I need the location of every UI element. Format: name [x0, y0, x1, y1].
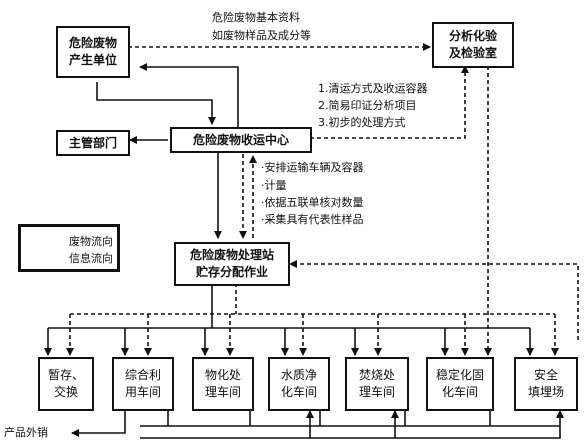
legend-waste-flow: 废物流向	[69, 235, 113, 248]
node-authority: 主管部门	[56, 130, 130, 156]
node-water: 水质净 化车间	[268, 357, 330, 411]
center-item-2: ·计量	[261, 179, 287, 192]
product-out-label: 产品外销	[4, 426, 48, 439]
lab-item-2: 2.简易印证分析项目	[318, 99, 417, 112]
node-landfill: 安全 填埋场	[514, 357, 578, 411]
center-item-3: ·依据五联单核对数量	[261, 196, 364, 209]
node-lab: 分析化验 及检验室	[432, 22, 514, 68]
node-producer: 危险废物 产生单位	[56, 26, 130, 78]
waste-bottom-return	[140, 410, 314, 439]
node-incineration: 焚烧处 理车间	[345, 357, 409, 411]
legend: 废物流向 信息流向	[18, 224, 120, 272]
center-item-4: ·采集具有代表性样品	[261, 213, 364, 226]
sample-info-label: 如废物样品及成分等	[212, 29, 311, 42]
waste-product-out	[71, 410, 126, 437]
waste-producer-to-center	[96, 82, 216, 125]
info-center-to-lab	[310, 65, 469, 139]
basic-info-label: 危险废物基本资料	[212, 11, 300, 24]
legend-info-flow: 信息流向	[69, 252, 113, 265]
node-center: 危险废物收运中心	[170, 127, 312, 153]
node-temp-storage: 暂存、 交换	[38, 357, 94, 411]
lab-item-3: 3.初步的处理方式	[318, 116, 406, 129]
lab-item-1: 1.清运方式及收运容器	[318, 82, 428, 95]
node-comprehensive: 综合利 用车间	[112, 357, 174, 411]
info-to-station	[289, 260, 579, 340]
node-station: 危险废物处理站 贮存分配作业	[174, 242, 290, 286]
waste-center-to-producer	[139, 63, 239, 128]
center-item-1: ·安排运输车辆及容器	[261, 161, 364, 174]
node-physchem: 物化处 理车间	[192, 357, 254, 411]
node-stabilization: 稳定化固 化车间	[426, 357, 494, 411]
